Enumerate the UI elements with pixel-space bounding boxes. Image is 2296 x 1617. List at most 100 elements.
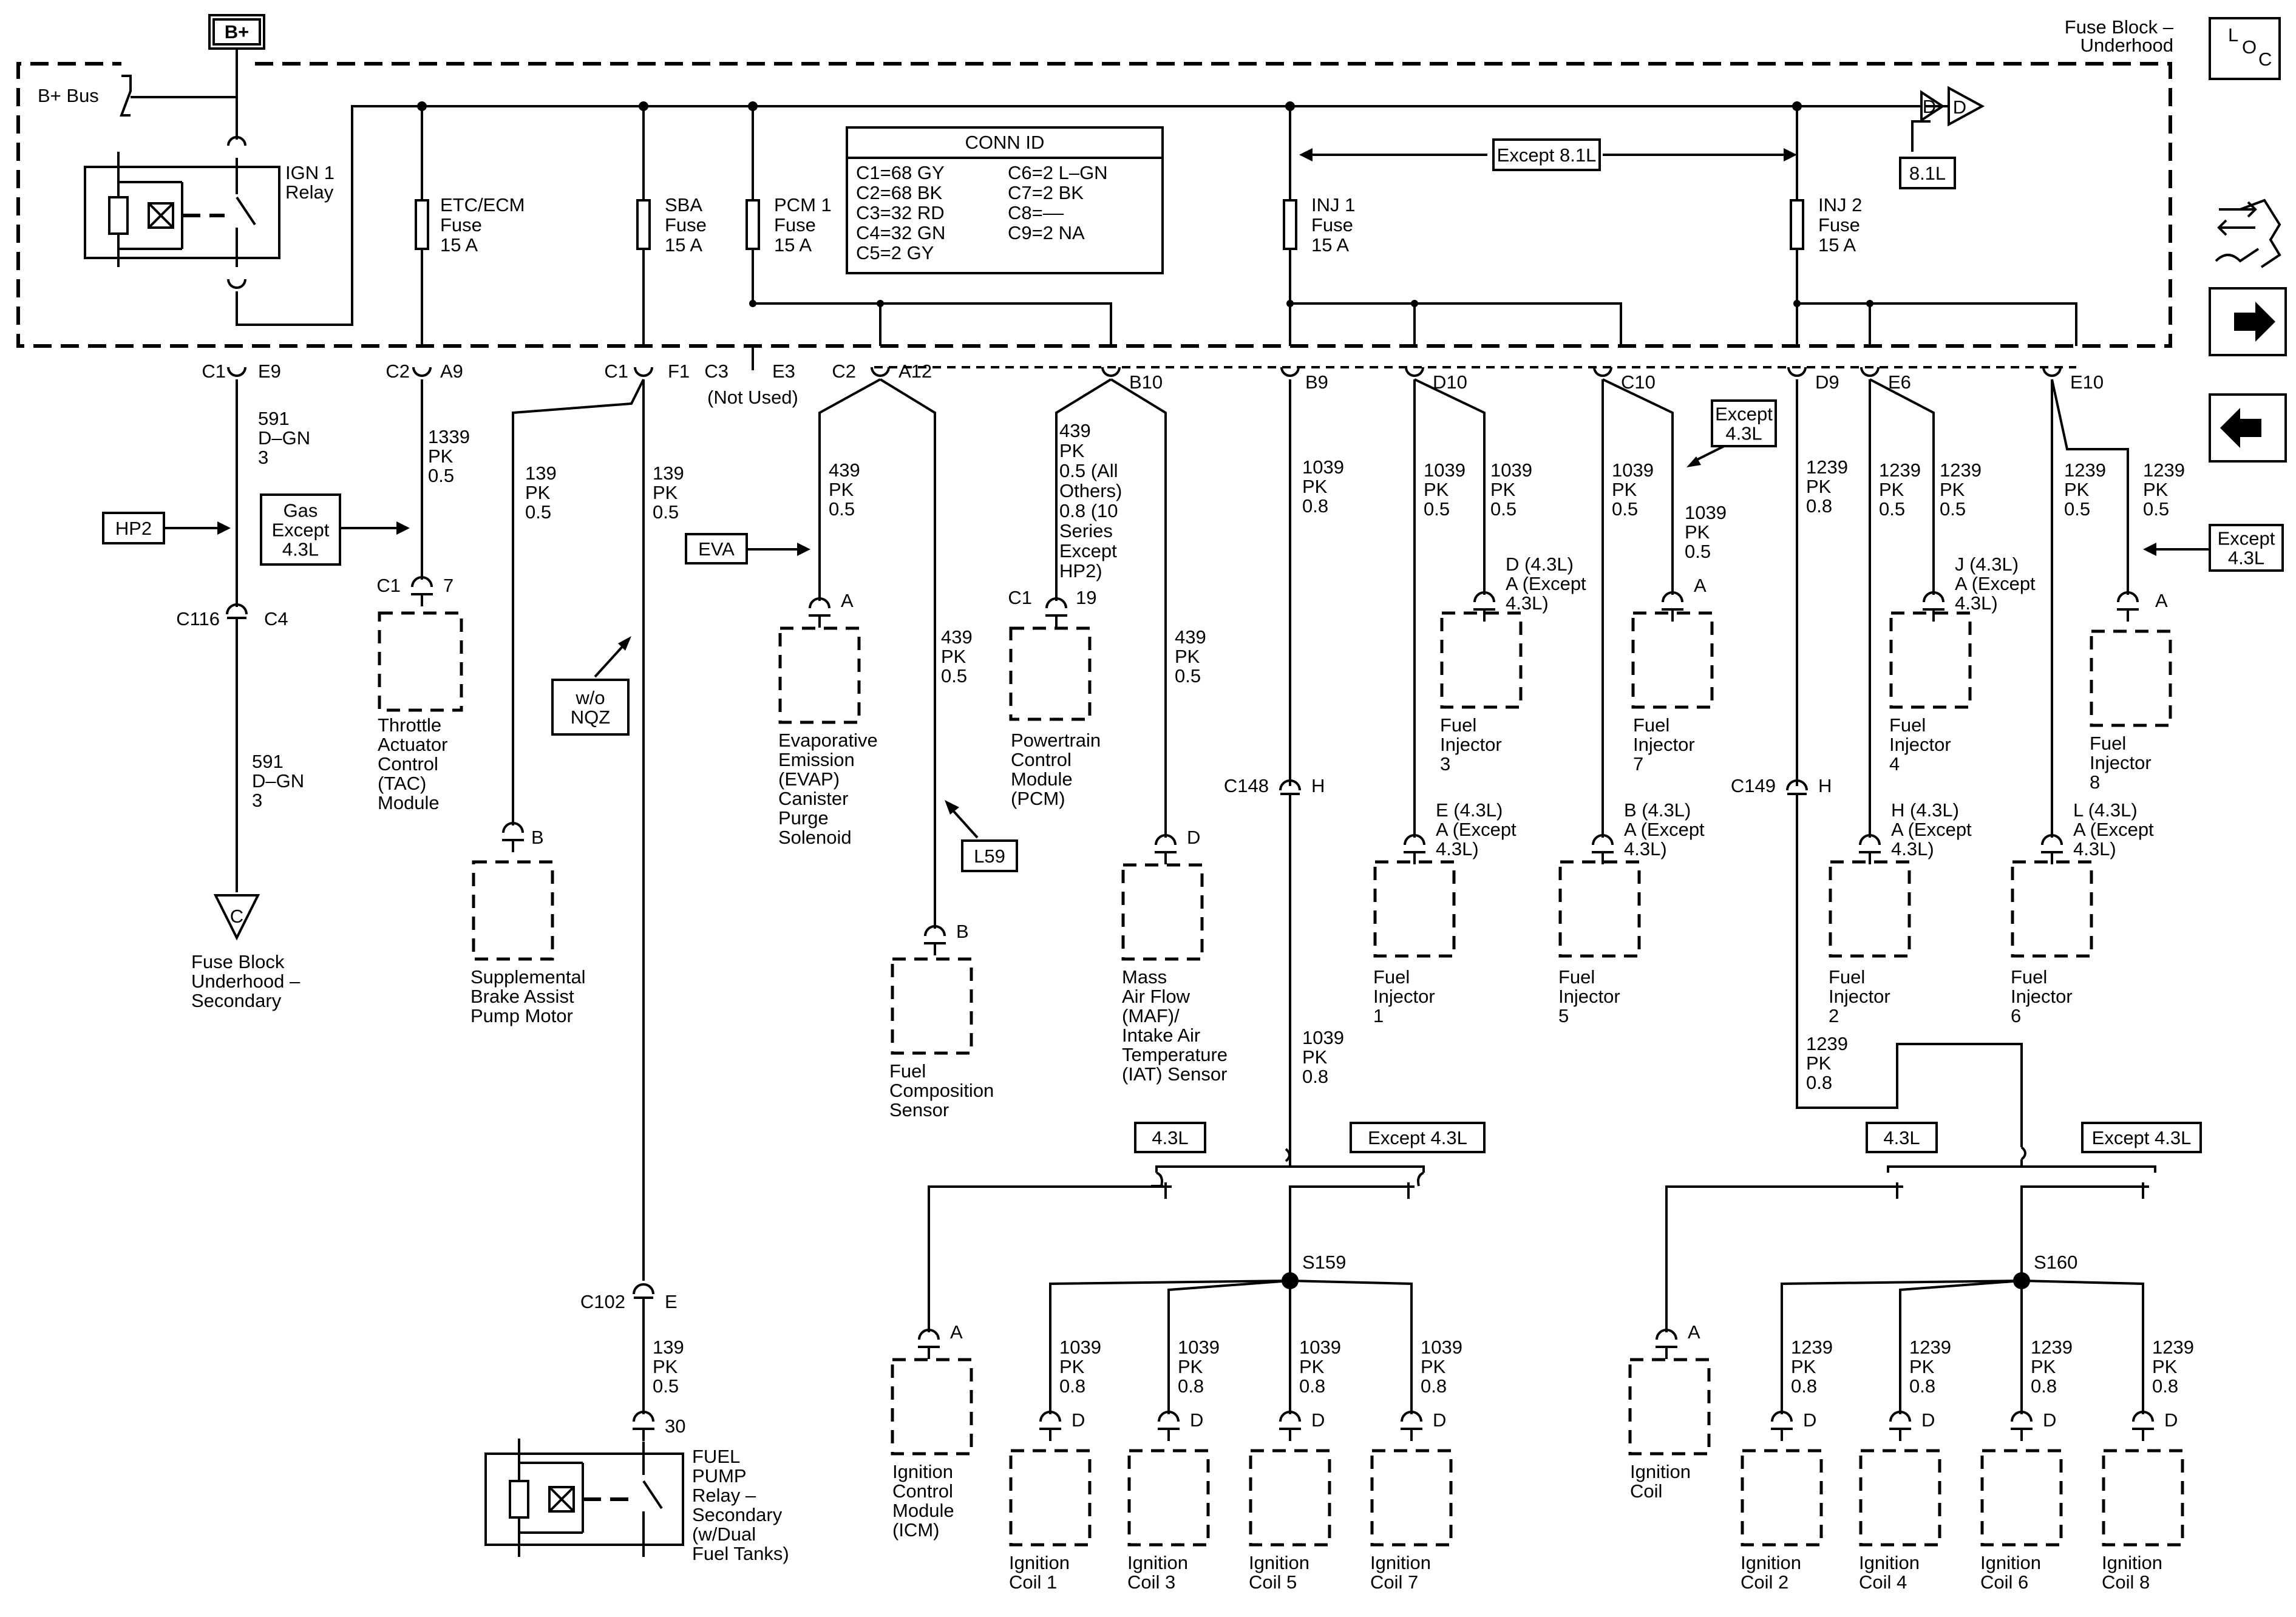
- label-line: 439: [829, 459, 860, 481]
- label-line: PK: [2152, 1356, 2178, 1377]
- connector-row: [1405, 367, 1424, 377]
- ignition-coil-1: [1009, 1449, 1092, 1547]
- label-line: C5=2 GY: [856, 242, 934, 263]
- label-line: 0.5: [525, 501, 551, 523]
- label-line: 1239: [1806, 1033, 1848, 1054]
- label-line: Composition: [889, 1080, 994, 1101]
- label-line: B: [531, 827, 544, 848]
- label-line: Throttle: [378, 714, 441, 736]
- option-43l-left: [1134, 1122, 1206, 1153]
- label-line: Fuel: [1558, 966, 1595, 988]
- label-line: S160: [2034, 1252, 2077, 1273]
- label-line: Fuse Block –: [2065, 16, 2174, 38]
- label-line: PUMP: [692, 1465, 747, 1486]
- except-81l: [1492, 138, 1601, 171]
- label-line: Module: [378, 792, 440, 813]
- label-line: 4.3L): [1624, 838, 1667, 859]
- option-43l-right: [1866, 1122, 1938, 1153]
- label-line: 3: [258, 447, 268, 468]
- f1-label: F1: [668, 361, 690, 382]
- label-line: 0.5: [1685, 541, 1711, 562]
- label-line: Ignition: [1859, 1552, 1920, 1573]
- splice-dot: [877, 300, 884, 307]
- label-line: 1: [1373, 1005, 1384, 1026]
- label-line: C9=2 NA: [1008, 222, 1085, 243]
- label-line: B+: [225, 21, 250, 42]
- label-line: D: [1190, 1409, 1203, 1431]
- label-line: 0.8: [1806, 495, 1832, 517]
- label-line: 8.1L: [1909, 163, 1946, 184]
- label-line: PK: [1059, 440, 1085, 461]
- label-line: Ignition: [1127, 1552, 1188, 1573]
- label-line: Coil 6: [1980, 1571, 2028, 1593]
- label-line: F1: [668, 361, 690, 382]
- label-line: 0.5: [941, 665, 967, 686]
- coil-pin-d: D: [1921, 1409, 1935, 1431]
- label-line: EVA: [698, 538, 735, 560]
- label-line: Ignition: [1009, 1552, 1070, 1573]
- label-line: Ignition: [1980, 1552, 2041, 1573]
- option-except43-left-text: Except 4.3L: [1368, 1127, 1467, 1148]
- label-line: Brake Assist: [470, 986, 574, 1007]
- label-line: 7: [443, 575, 453, 596]
- ignition-coil-2: [1741, 1449, 1823, 1547]
- label-line: PK: [1806, 476, 1832, 497]
- evap-solenoid: [778, 626, 861, 724]
- label-line: O: [2242, 36, 2257, 58]
- label-line: C1: [202, 361, 226, 382]
- wire: [594, 642, 627, 678]
- label-line: FUEL: [692, 1446, 740, 1467]
- ign1-output-bus: [236, 105, 1924, 326]
- off-page-d-letter: D: [1953, 97, 1966, 118]
- arrow-right-icon: [2234, 302, 2275, 342]
- label-line: A: [841, 590, 854, 611]
- wire: [1665, 1185, 1903, 1332]
- label-line: H (4.3L): [1891, 799, 1959, 821]
- label-line: 4: [1889, 753, 1900, 775]
- wire: [879, 378, 936, 929]
- connector-row: [1787, 367, 1807, 377]
- coil-pin: [1889, 1411, 1911, 1422]
- label-line: (w/Dual: [692, 1524, 756, 1545]
- a12-label: A12: [898, 361, 932, 382]
- label-line: C102: [580, 1291, 625, 1312]
- fcs-pin-b: B: [956, 921, 969, 942]
- option-81l-text: 8.1L: [1909, 163, 1946, 184]
- inj1-break: [1285, 1148, 1291, 1162]
- label-line: 4.3L): [1891, 838, 1934, 859]
- pcm-c1-label: C1: [1008, 587, 1032, 608]
- fp-resistor: [509, 1480, 529, 1519]
- conn-id-title: CONN ID: [965, 132, 1045, 153]
- fuel-pump-pin: [633, 1411, 654, 1422]
- label-line: 3: [1440, 753, 1450, 775]
- label-line: B: [956, 921, 969, 942]
- label-line: Except: [1059, 540, 1117, 561]
- label-line: Fuse: [774, 214, 816, 236]
- label-line: PK: [653, 482, 678, 503]
- label-line: PK: [1175, 646, 1200, 667]
- ign-coil-pin: [1656, 1329, 1677, 1340]
- label-line: A (Except: [1506, 573, 1586, 594]
- relay-top-connector: [227, 136, 246, 146]
- b10-label: B10: [1129, 371, 1163, 393]
- label-line: (MAF)/: [1122, 1005, 1180, 1026]
- label-line: Control: [892, 1480, 953, 1502]
- wire: [1693, 445, 1725, 463]
- pcm-module: [1009, 626, 1092, 721]
- connector-row: [1280, 367, 1300, 377]
